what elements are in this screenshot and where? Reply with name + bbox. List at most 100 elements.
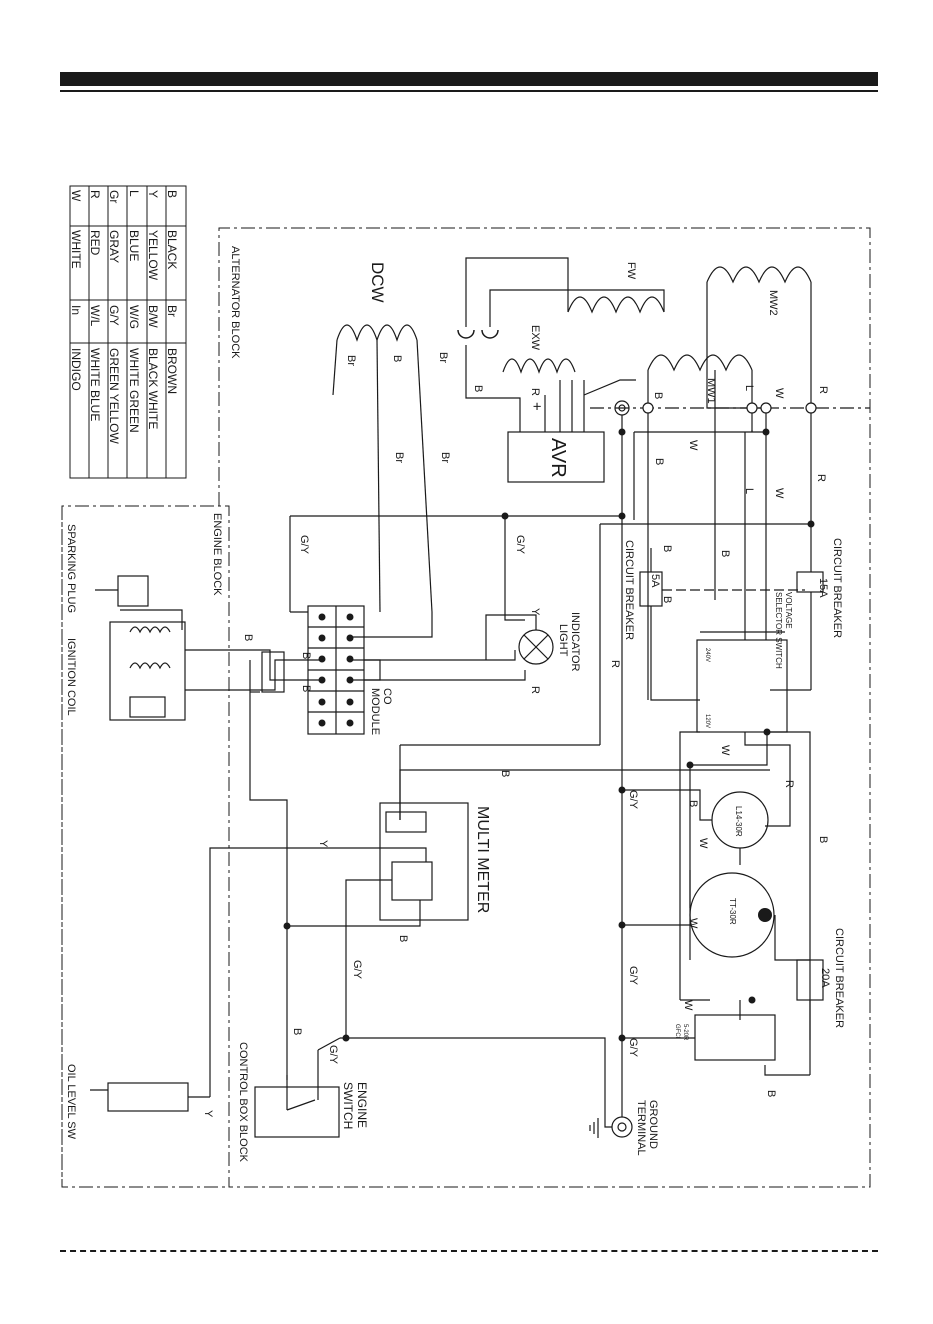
wire-label-41: B	[291, 1028, 303, 1035]
legend-code-5: W	[69, 190, 83, 202]
legend-name2-5: INDIGO	[69, 348, 83, 391]
cb15-label-2: 15A	[817, 578, 829, 598]
avr-label: AVR	[547, 438, 569, 478]
tt-30r-label: TT-30R	[728, 898, 737, 925]
wire-label-4: Br	[439, 452, 451, 463]
exw-label: EXW	[529, 325, 541, 351]
wire-label-17: Y	[529, 608, 541, 616]
legend-code2-0: Br	[165, 305, 179, 317]
cb20-label-1: CIRCUIT BREAKER	[833, 928, 845, 1028]
gfci-label-2: GFCI	[674, 1024, 680, 1039]
voltage-selector-switch	[696, 639, 788, 733]
legend-code-4: R	[88, 190, 102, 199]
mw1-coil	[647, 354, 753, 372]
cb5-label-1: CIRCUIT BREAKER	[623, 540, 635, 640]
legend-name2-1: BLACK WHITE	[146, 348, 160, 429]
wire-label-29: W	[697, 838, 709, 849]
mw1-label: MW1	[705, 378, 717, 404]
wire-label-21: B	[300, 652, 312, 659]
wire-label-38: Y	[317, 840, 329, 848]
legend-code2-5: In	[69, 305, 83, 315]
wire-label-22: B	[300, 685, 312, 692]
wiring	[90, 257, 870, 1138]
footer-dashed-rule	[60, 1250, 878, 1252]
cb15-label-1: CIRCUIT BREAKER	[831, 538, 843, 638]
voltage-selector-label-2: SELECTOR SWITCH	[774, 592, 783, 669]
indicator-label-2: LIGHT	[557, 624, 569, 657]
legend-code2-2: W/G	[127, 305, 141, 329]
wire-label-43: Y	[202, 1110, 214, 1118]
wire-label-36: G/Y	[627, 1038, 639, 1058]
wire-label-0: Br	[345, 355, 357, 366]
v240-label: 240V	[704, 648, 710, 662]
wire-label-27: R	[783, 780, 795, 788]
ground-terminal-label-2: TERMINAL	[635, 1100, 647, 1156]
spark-plug	[117, 575, 149, 607]
legend-code-2: L	[127, 190, 141, 197]
legend-name-5: WHITE	[69, 230, 83, 269]
wire-label-8: W	[773, 388, 785, 399]
tt-30r-receptacle	[689, 872, 775, 958]
dcw-coil	[336, 324, 418, 342]
legend-name2-4: WHITE BLUE	[88, 348, 102, 421]
alternator-block-label: ALTERNATOR BLOCK	[229, 246, 241, 359]
wire-label-11: B	[653, 458, 665, 465]
avr-box	[507, 431, 605, 483]
mw2-label: MW2	[767, 290, 779, 316]
wire-label-18: R	[529, 686, 541, 694]
wire-label-20: B	[242, 634, 254, 641]
junction-dots	[283, 428, 815, 1042]
legend-name2-3: GREEN YELLOW	[107, 348, 121, 444]
engine-block-label: ENGINE BLOCK	[211, 513, 223, 596]
legend-name2-0: BROWN	[165, 348, 179, 394]
wire-label-10: W	[687, 440, 699, 451]
component-labels: DCW FW EXW MW1 MW2 AVR R + CIRCUIT BREAK…	[65, 262, 845, 1156]
gfci-receptacle	[694, 1014, 776, 1061]
wire-label-33: W	[687, 918, 699, 929]
legend-name-3: GRAY	[107, 230, 121, 263]
wire-label-2: Br	[437, 352, 449, 363]
wire-label-35: W	[682, 1000, 694, 1011]
ground-terminal	[611, 1116, 633, 1138]
fw-label: FW	[625, 262, 637, 280]
header-bar	[60, 72, 878, 86]
wire-label-15: G/Y	[298, 535, 310, 555]
legend-name-4: RED	[88, 230, 102, 256]
control-box-block-label: CONTROL BOX BLOCK	[237, 1042, 249, 1163]
cb20-label-2: 20A	[819, 968, 831, 988]
wire-label-32: B	[817, 836, 829, 843]
wire-label-7: L	[743, 385, 755, 391]
voltage-selector-label-1: VOLTAGE	[784, 592, 793, 629]
engine-switch-label-1: ENGINE	[355, 1082, 369, 1128]
wire-label-5: B	[472, 385, 484, 392]
engine-switch-label-2: SWITCH	[341, 1082, 355, 1129]
wire-label-6: B	[652, 392, 664, 399]
ignition-coil-label: IGNITION COIL	[65, 638, 77, 716]
wire-label-40: G/Y	[351, 960, 363, 980]
wire-label-28: B	[687, 800, 699, 807]
legend-code2-1: B/W	[146, 305, 160, 328]
circuit-breaker-15a	[796, 571, 824, 593]
oil-level-switch	[107, 1082, 189, 1112]
header-rule	[60, 90, 878, 92]
fw-coil	[567, 296, 665, 314]
indicator-label-1: INDICATOR	[569, 612, 581, 672]
wire-label-1: B	[391, 355, 403, 362]
wire-label-31: G/Y	[627, 790, 639, 810]
co-module-label-2: MODULE	[369, 688, 381, 735]
gfci-label-1: 5-20R	[682, 1024, 688, 1041]
legend-code-0: B	[165, 190, 179, 198]
dcw-label: DCW	[368, 262, 387, 303]
wire-label-24: B	[719, 550, 731, 557]
legend-code2-4: W/L	[88, 305, 102, 327]
avr-plus-label: +	[528, 402, 545, 411]
co-module-label-1: CO	[381, 688, 393, 705]
multi-meter	[379, 802, 469, 921]
legend-name-0: BLACK	[165, 230, 179, 269]
legend-code-3: Gr	[107, 190, 121, 203]
legend-code-1: Y	[146, 190, 160, 198]
wire-label-9: R	[817, 386, 829, 394]
engine-switch	[254, 1086, 340, 1138]
wire-label-16: G/Y	[514, 535, 526, 555]
